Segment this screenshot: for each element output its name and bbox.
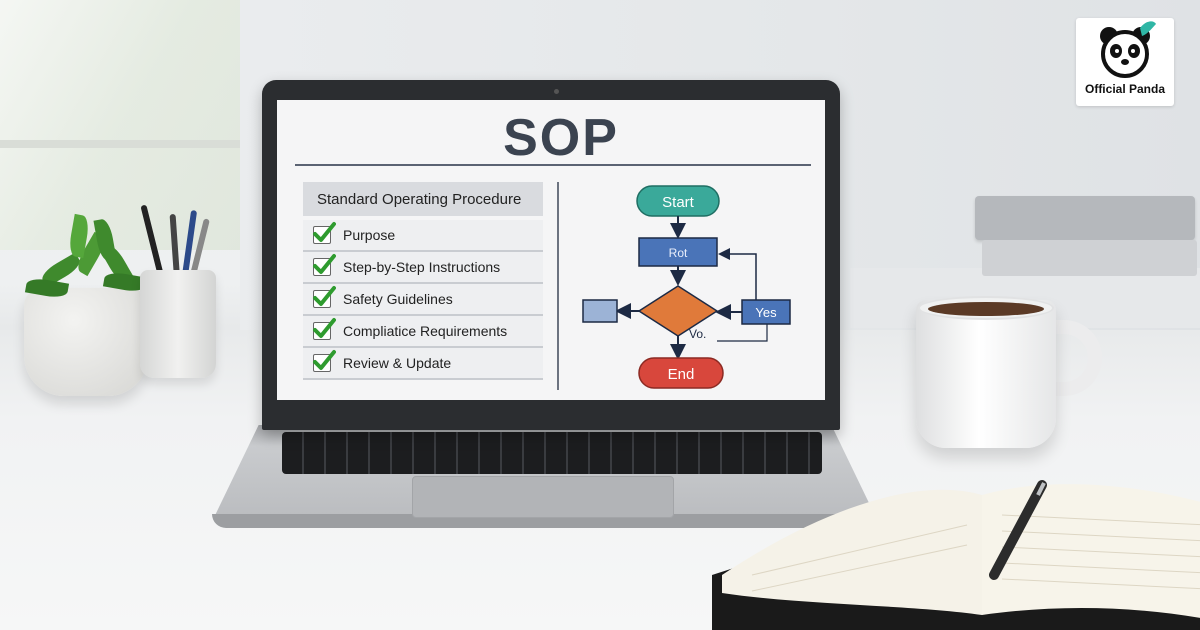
checkbox-checked-icon[interactable] bbox=[313, 254, 336, 276]
official-panda-logo[interactable]: Official Panda bbox=[1076, 18, 1174, 106]
laptop-screen: SOP Standard Operating Procedure Purpose… bbox=[277, 100, 825, 400]
checkbox-checked-icon[interactable] bbox=[313, 350, 336, 372]
flowchart: Start Rot End Yes Vo. bbox=[582, 185, 791, 389]
pen-cup bbox=[140, 270, 216, 378]
procedure-header: Standard Operating Procedure bbox=[303, 182, 543, 216]
coffee-mug bbox=[916, 300, 1056, 448]
window-sill bbox=[0, 140, 240, 148]
flow-loop-arrow bbox=[718, 248, 757, 300]
notebook bbox=[712, 480, 1200, 630]
checklist-label: Review & Update bbox=[343, 355, 452, 371]
window bbox=[0, 0, 240, 250]
checklist-item: Compliatice Requirements bbox=[303, 316, 543, 348]
flow-process-label: Rot bbox=[669, 246, 688, 260]
checkbox-checked-icon[interactable] bbox=[313, 222, 336, 244]
procedure-checklist: Purpose Step-by-Step Instructions Safety… bbox=[303, 220, 543, 380]
flow-no-line bbox=[717, 324, 768, 342]
pen-icon bbox=[989, 480, 1047, 580]
checklist-label: Purpose bbox=[343, 227, 396, 243]
plant-pot bbox=[24, 288, 148, 396]
checklist-label: Compliatice Requirements bbox=[343, 323, 508, 339]
checklist-item: Safety Guidelines bbox=[303, 284, 543, 316]
checkbox-checked-icon[interactable] bbox=[313, 286, 336, 308]
flow-process-node bbox=[638, 237, 718, 267]
flow-left-node bbox=[582, 299, 618, 323]
trackpad bbox=[412, 476, 674, 518]
title-underline bbox=[295, 164, 811, 166]
flow-end-node bbox=[638, 357, 724, 389]
book-stack-bottom bbox=[982, 240, 1197, 276]
flow-start-label: Start bbox=[662, 194, 695, 211]
flow-yes-label: Yes bbox=[755, 305, 777, 320]
laptop-base-edge bbox=[212, 514, 878, 528]
panda-icon bbox=[1100, 21, 1156, 78]
flow-no-label: Vo. bbox=[689, 327, 706, 341]
book-stack-top bbox=[975, 196, 1195, 240]
checklist-item: Purpose bbox=[303, 220, 543, 252]
checklist-label: Step-by-Step Instructions bbox=[343, 259, 501, 275]
keyboard bbox=[282, 432, 822, 474]
webcam bbox=[554, 89, 559, 94]
checklist-item: Step-by-Step Instructions bbox=[303, 252, 543, 284]
flow-end-label: End bbox=[668, 366, 695, 383]
sop-title: SOP bbox=[503, 109, 619, 167]
logo-text: Official Panda bbox=[1084, 82, 1166, 96]
coffee bbox=[928, 302, 1044, 316]
checklist-label: Safety Guidelines bbox=[343, 291, 453, 307]
checklist-item: Review & Update bbox=[303, 348, 543, 380]
checkbox-checked-icon[interactable] bbox=[313, 318, 336, 340]
content-divider bbox=[557, 182, 559, 390]
